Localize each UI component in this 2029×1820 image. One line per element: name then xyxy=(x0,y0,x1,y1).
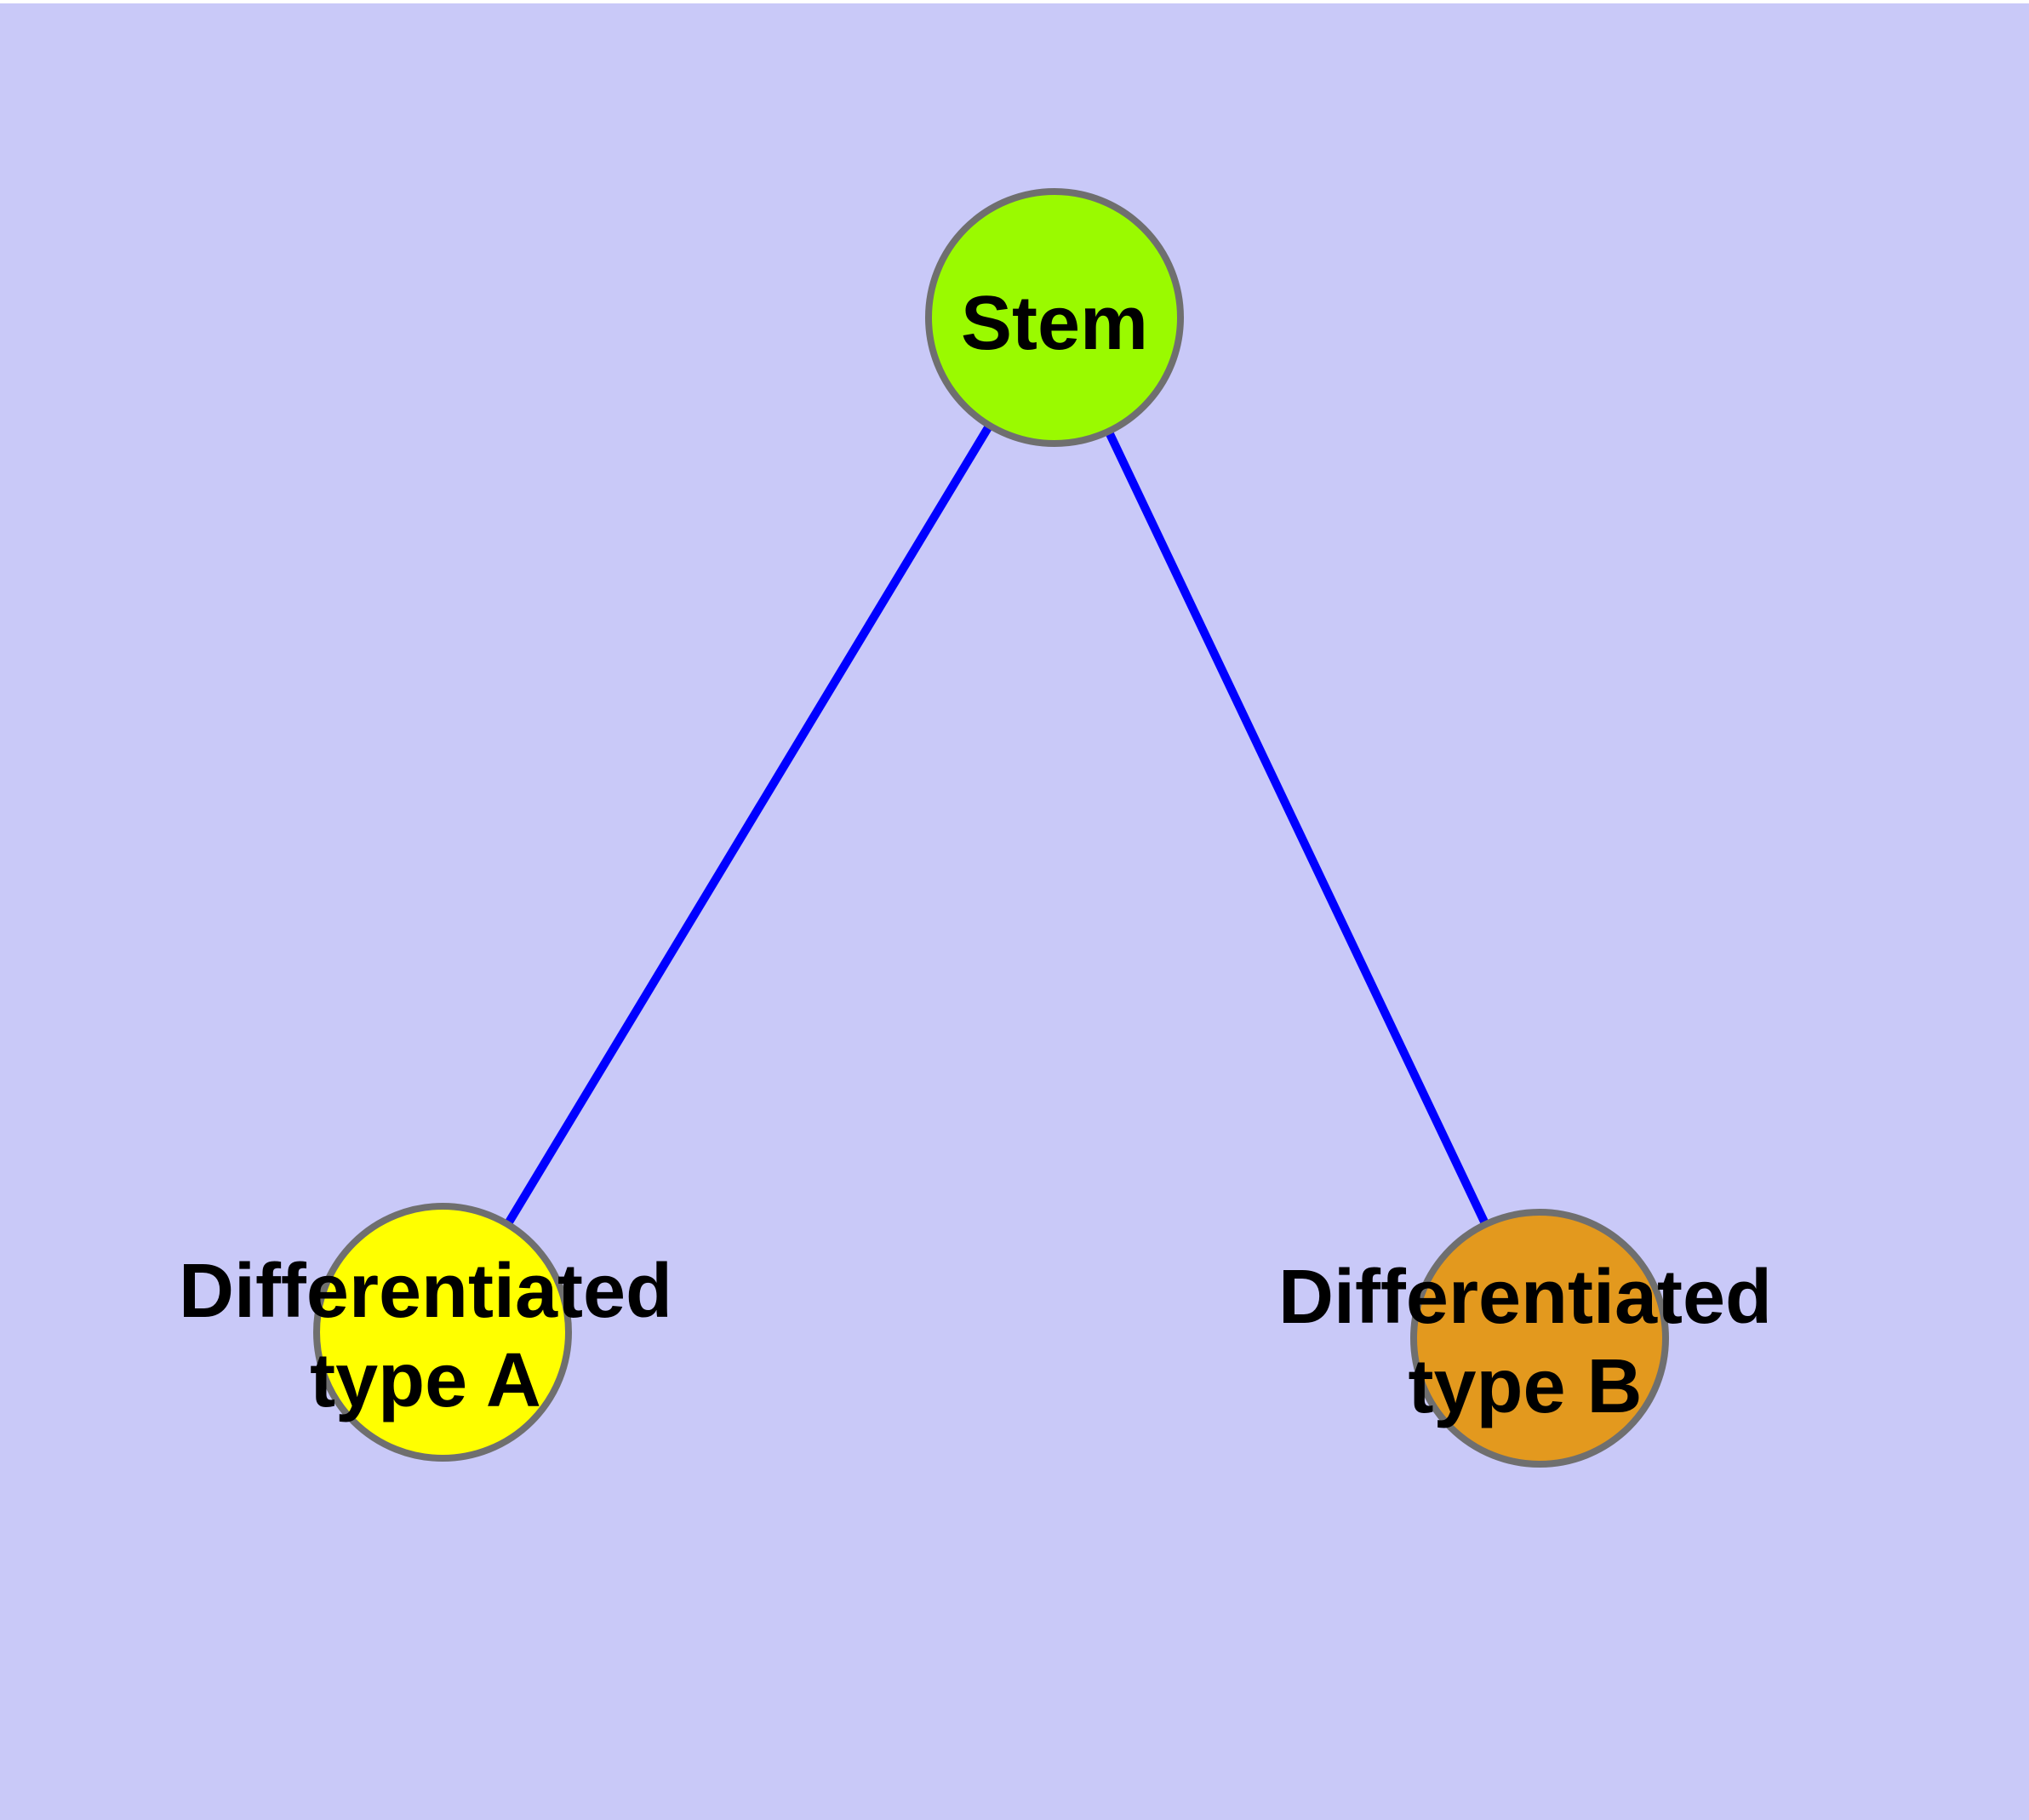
edge-stem-to-diff-b xyxy=(1050,315,1544,1341)
node-diff-b-circle xyxy=(1410,1209,1669,1468)
node-stem-circle xyxy=(925,188,1184,447)
node-diff-a-circle xyxy=(313,1203,572,1462)
node-diff-b-label-line-1: Differentiated xyxy=(1278,1255,1772,1340)
node-diff-a-label-line-1: Differentiated xyxy=(179,1249,672,1334)
edge-stem-to-diff-a xyxy=(438,315,1059,1335)
node-diff-b-label-line-2: type B xyxy=(1408,1344,1642,1429)
node-diff-a-label-line-2: type A xyxy=(310,1338,541,1423)
top-white-strip xyxy=(0,0,2029,3)
node-stem-label-line-1: Stem xyxy=(961,281,1148,366)
